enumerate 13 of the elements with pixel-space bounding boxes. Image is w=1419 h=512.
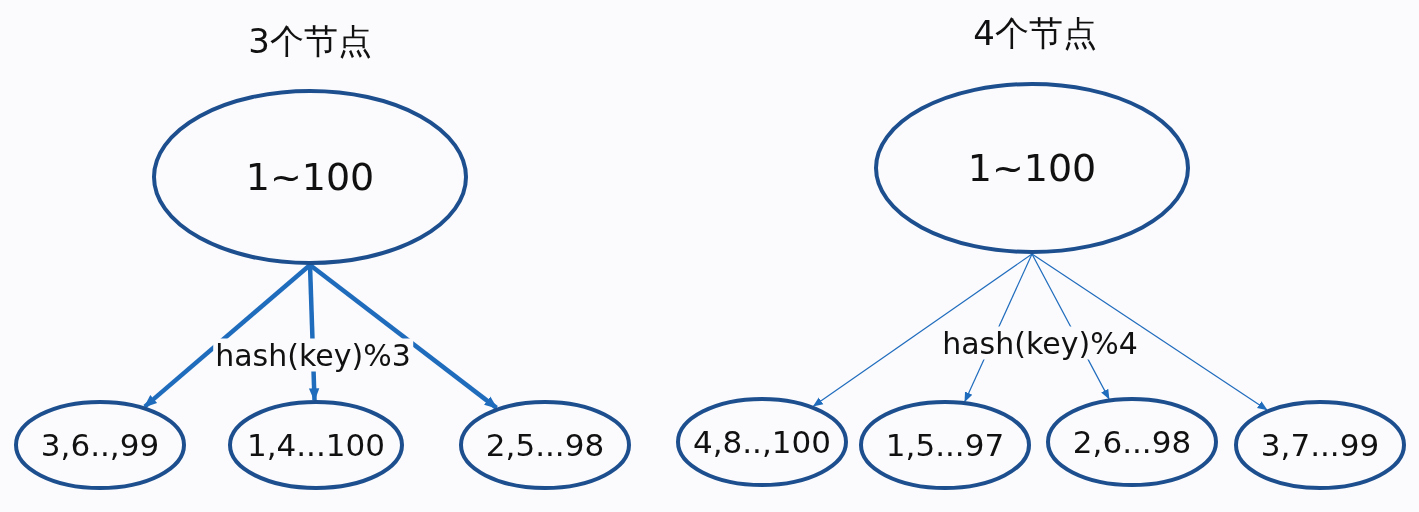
range-ellipse: 1,5...97 [859,400,1031,490]
range-ellipse: 3,7...99 [1234,400,1406,490]
range-ellipse: 2,6...98 [1046,397,1218,487]
heading: 4个节点 [971,15,1099,53]
formula-label: hash(key)%3 [213,338,413,372]
range-ellipse: 3,6..,99 [14,400,186,490]
arrow [1031,253,1268,411]
range-ellipse: 4,8..,100 [676,397,848,487]
range-ellipse: 1~100 [874,82,1190,254]
range-ellipse: 1~100 [152,89,468,265]
range-ellipse: 1,4...100 [228,400,404,490]
range-ellipse: 2,5...98 [459,400,631,490]
arrow [812,253,1033,407]
